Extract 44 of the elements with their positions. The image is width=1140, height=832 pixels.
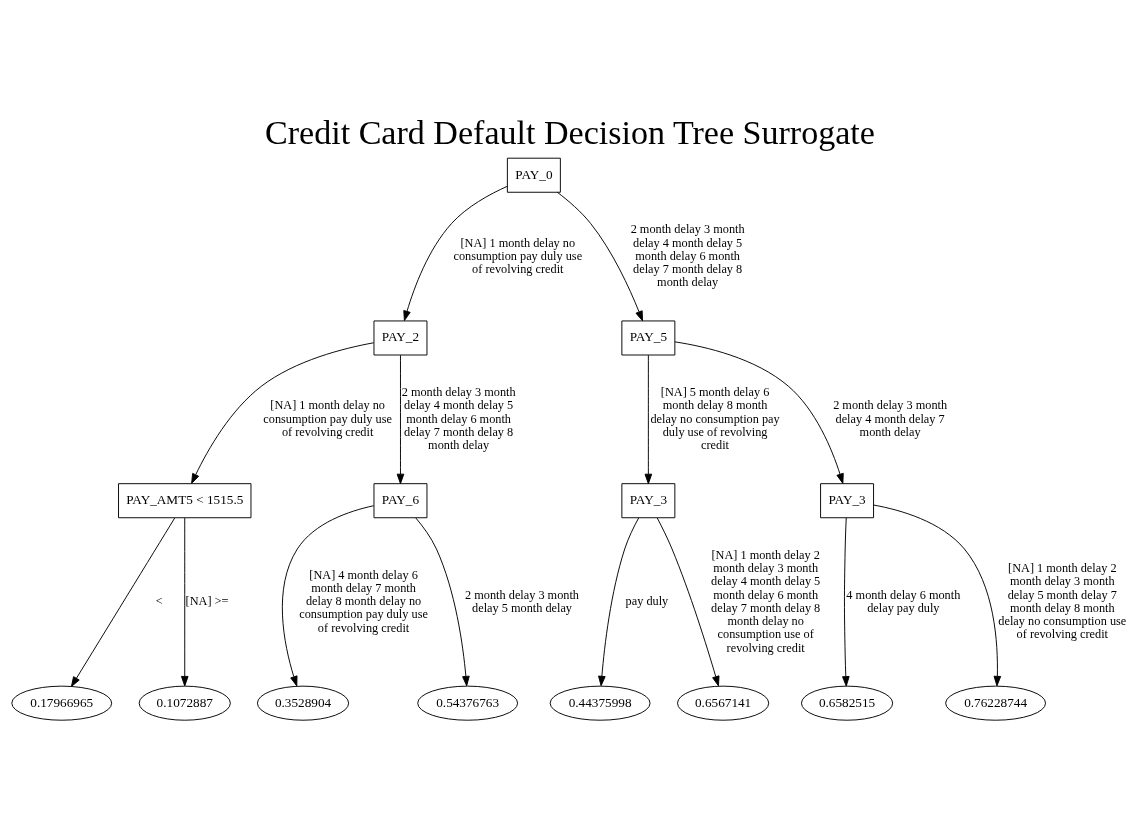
edge-label: [NA] 1 month delay no consumption pay duly use of revolving credit	[453, 235, 583, 276]
node-ellipse: 0.6582515	[801, 685, 894, 721]
edge-label: [NA] 1 month delay 2 month delay 3 month delay 4 month delay 5 month delay 6 month delay 7 month delay 8 month delay no consumption use of revolving credit	[711, 547, 821, 655]
edge-label: 2 month delay 3 month delay 5 month delay	[465, 587, 580, 615]
edge-label: [NA] 5 month delay 6 month delay 8 month delay no consumption pay duly use of revolving credit	[650, 384, 780, 452]
edge-label: [NA] 1 month delay 2 month delay 3 month delay 5 month delay 7 month delay 8 month delay no consumption use of revolving credit	[998, 560, 1127, 641]
edge-label: 2 month delay 3 month delay 4 month delay 7 month delay	[833, 397, 948, 439]
arrow	[180, 517, 189, 686]
arrow	[396, 354, 405, 484]
edge-label: pay duly	[625, 593, 669, 608]
node-box: PAY_0	[506, 157, 561, 193]
edge-label: 2 month delay 3 month delay 4 month delay 5 month delay 6 month delay 7 month delay 8 month delay	[630, 221, 745, 289]
arrow	[70, 517, 176, 687]
arrow	[191, 341, 375, 484]
edge-label: [NA] >=	[185, 593, 229, 608]
node-box: PAY_5	[621, 319, 676, 355]
arrow	[873, 504, 1002, 686]
node-ellipse: 0.17966965	[11, 685, 113, 721]
node-ellipse: 0.44375998	[549, 685, 651, 721]
edge-label: [NA] 1 month delay no consumption pay duly use of revolving credit	[263, 397, 392, 439]
node-box: PAY_6	[373, 482, 428, 518]
arrow	[644, 354, 653, 484]
node-ellipse: 0.6567141	[677, 685, 770, 721]
arrow	[656, 517, 720, 686]
diagram-title: Credit Card Default Decision Tree Surrogate	[265, 113, 875, 151]
node-ellipse: 0.54376763	[417, 685, 519, 721]
edge-label: 2 month delay 3 month delay 4 month delay 5 month delay 6 month delay 7 month delay 8 month delay	[401, 384, 516, 452]
node-ellipse: 0.76228744	[945, 685, 1047, 721]
arrow	[403, 185, 508, 321]
edge-label: <	[155, 593, 163, 608]
arrow	[674, 340, 844, 484]
edge-label: 4 month delay 6 month delay pay duly	[846, 587, 961, 615]
node-box: PAY_3	[820, 482, 875, 518]
node-box: PAY_AMT5 < 1515.5	[118, 482, 252, 518]
node-ellipse: 0.1072887	[138, 685, 231, 721]
node-ellipse: 0.3528904	[256, 685, 350, 721]
arrow	[415, 517, 470, 686]
node-box: PAY_2	[373, 319, 428, 355]
arrow	[842, 516, 850, 686]
arrow	[281, 504, 375, 686]
edge-label: [NA] 4 month delay 6 month delay 7 month delay 8 month delay no consumption pay duly use of revolving credit	[299, 567, 428, 635]
arrow	[556, 191, 643, 321]
node-box: PAY_3	[621, 482, 676, 518]
arrow	[598, 516, 640, 686]
